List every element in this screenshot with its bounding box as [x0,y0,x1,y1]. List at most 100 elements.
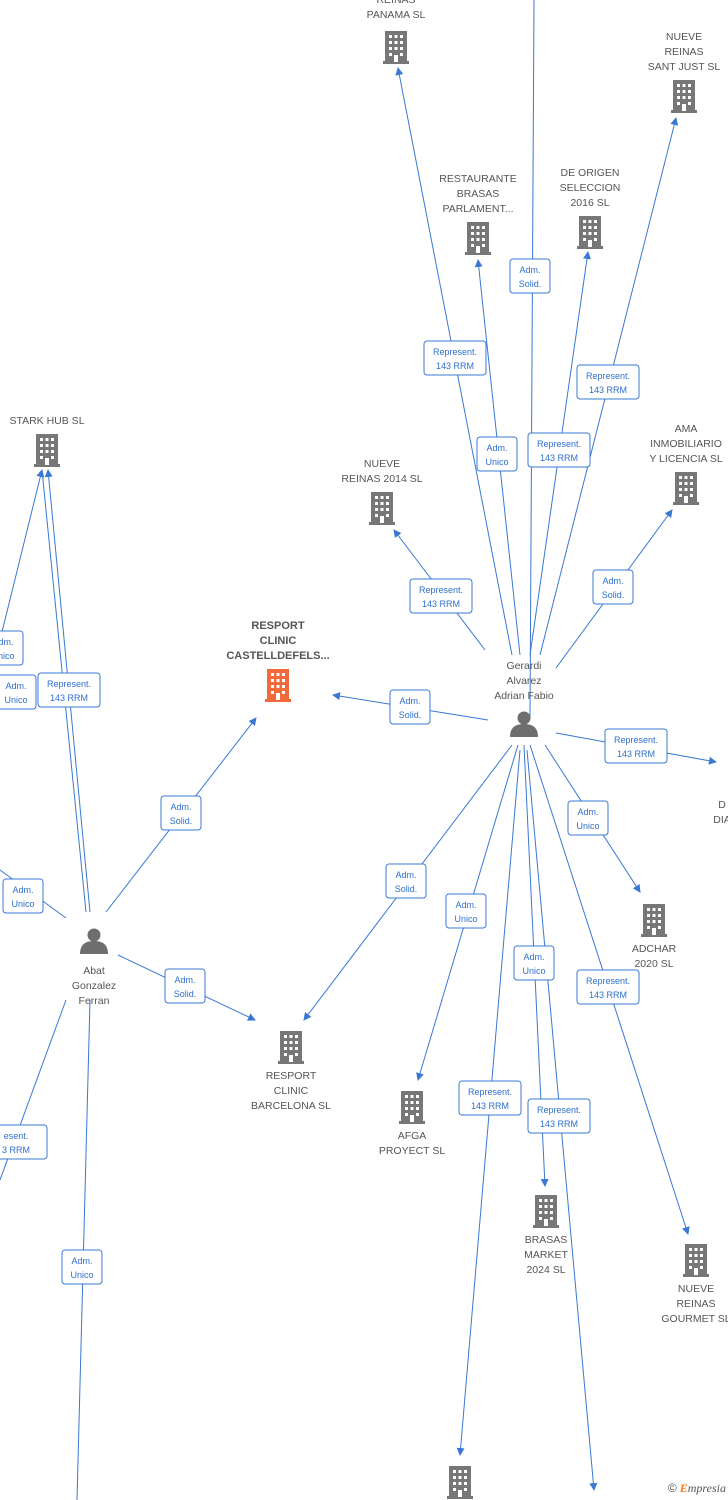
edge-label-text: 143 RRM [471,1101,509,1111]
building-icon[interactable] [447,1466,473,1499]
edge-label-text: Solid. [519,279,542,289]
edge-label-frame [389,689,431,725]
edge-label-box: Adm.Unico [2,878,44,914]
edge-label-text: 143 RRM [617,749,655,759]
edge-label-frame [164,968,206,1004]
edge-label-box: Represent.143 RRM [604,728,668,764]
building-icon[interactable] [465,222,491,255]
edge-label-box: Adm.Unico [0,674,37,710]
node-label: DIA [713,814,728,826]
building-icon[interactable] [383,31,409,64]
node-label: RESTAURANTE [439,173,516,185]
edge-label-text: Unico [522,966,545,976]
person-icon[interactable] [80,928,108,955]
edge-label-frame [604,728,668,764]
edge-label-frame [513,945,555,981]
node-label: PARLAMENT... [443,203,514,215]
edge-label-frame [509,258,551,294]
edge-label-text: Unico [4,695,27,705]
edge-label-text: Solid. [170,816,193,826]
edge-label-box: Adm.Unico [61,1249,103,1285]
edge-label-box: Adm.Unico [0,630,24,666]
building-icon[interactable] [683,1244,709,1277]
node-label: PROYECT SL [379,1145,445,1157]
edge-label-box: Adm.Solid. [385,863,427,899]
edge-label-text: 143 RRM [50,693,88,703]
edge-label-frame [2,878,44,914]
building-icon[interactable] [671,80,697,113]
node-label: REINAS 2014 SL [341,473,422,485]
building-icon[interactable] [641,904,667,937]
edge-label-text: Adm. [12,885,33,895]
node-label: RESPORT [266,1070,317,1082]
edge-label-text: Represent. [433,347,477,357]
brand-name: mpresia [687,1481,726,1495]
edge-line [529,0,535,719]
edge-label-text: Unico [454,914,477,924]
edge-label-text: Solid. [399,710,422,720]
building-icon[interactable] [34,434,60,467]
edge-label-text: Represent. [419,585,463,595]
building-icon[interactable] [265,669,291,702]
edge-label-text: Adm. [170,802,191,812]
edge-labels: Adm.Solid.Represent.143 RRMRepresent.143… [0,258,668,1285]
edge-label-frame [385,863,427,899]
node-afga[interactable]: AFGA PROYECT SL [379,1091,445,1157]
edge-label-frame [527,1098,591,1134]
edge-label-box: Adm.Unico [513,945,555,981]
building-icon[interactable] [673,472,699,505]
edge-label-frame [0,674,37,710]
edge-label-text: Represent. [586,976,630,986]
node-label: ADCHAR [632,943,677,955]
node-label: DE ORIGEN [561,167,620,179]
edge-label-text: Solid. [602,590,625,600]
building-icon[interactable] [399,1091,425,1124]
node-label: Y LICENCIA SL [649,453,723,465]
building-icon[interactable] [278,1031,304,1064]
edge-label-text: Adm. [486,443,507,453]
node-restaurante[interactable]: RESTAURANTEBRASASPARLAMENT... [439,173,517,255]
copyright-notice: © Empresia [668,1481,726,1496]
building-icon[interactable] [577,216,603,249]
edge-label-text: 143 RRM [589,385,627,395]
person-icon[interactable] [510,711,538,738]
edge-label-text: Adm. [395,870,416,880]
edge-label-box: Adm.Solid. [389,689,431,725]
node-bottom-bldg[interactable] [447,1466,473,1499]
edge-label-frame [423,340,487,376]
edge-label-text: Adm. [455,900,476,910]
node-resport-castell[interactable]: RESPORTCLINICCASTELLDEFELS... [226,620,330,702]
edge-label-text: 143 RRM [422,599,460,609]
node-label: MARKET [524,1249,568,1261]
node-label: GOURMET SL [661,1313,728,1325]
node-label: AFGA [398,1130,427,1142]
node-label: 2024 SL [526,1264,565,1276]
node-label: CLINIC [260,635,297,647]
building-icon[interactable] [369,492,395,525]
edge-label-text: esent. [4,1131,29,1141]
edge-label-box: Represent. 143 RRM [409,578,473,614]
edge-label-frame [576,969,640,1005]
node-label: Alvarez [506,675,541,687]
edge-label-box: Represent.143 RRM [423,340,487,376]
node-stark-hub[interactable]: STARK HUB SL [9,415,85,467]
edge-label-text: Adm. [71,1256,92,1266]
node-label: Abat [83,965,105,977]
edge-label-frame [37,672,101,708]
edge-label-text: Adm. [0,637,14,647]
edge-label-text: Adm. [577,807,598,817]
edge-label-text: Represent. [586,371,630,381]
building-icon[interactable] [533,1195,559,1228]
